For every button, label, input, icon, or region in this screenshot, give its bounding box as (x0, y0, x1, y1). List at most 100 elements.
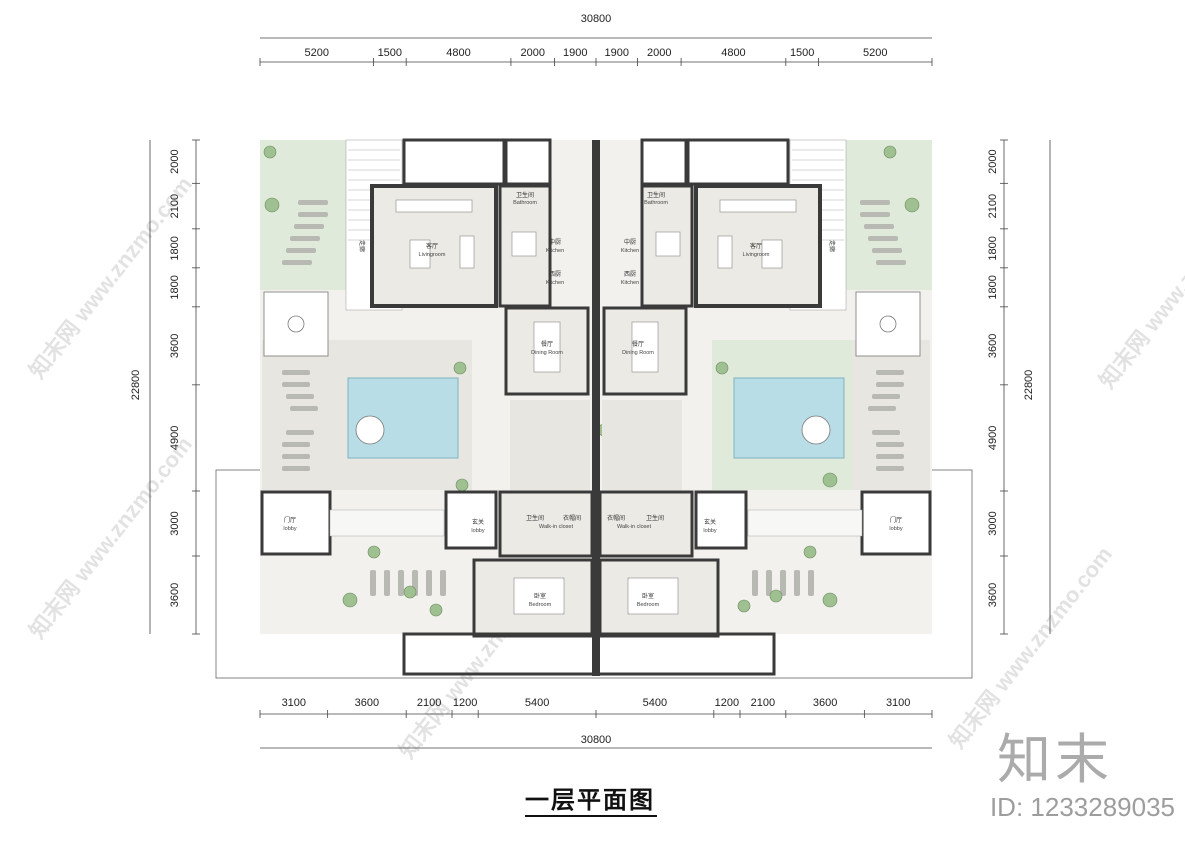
pavilions (263, 291, 921, 357)
room-label: 客厅 (426, 242, 438, 250)
room-label-en: lobby (703, 528, 716, 534)
bottom-dimension-group (259, 710, 933, 749)
room-label-en: Livingroom (419, 252, 446, 258)
dimension-label: 4900 (987, 426, 999, 450)
dimension-label: 5200 (304, 47, 328, 59)
right-stair-hall (686, 138, 790, 186)
pool-right (733, 377, 845, 459)
room-label-en: Kitchen (546, 280, 564, 286)
room-label: 客厅 (750, 242, 762, 250)
dimension-label: 5400 (643, 697, 667, 709)
room-label-en: lobby (471, 528, 484, 534)
dimension-label: 1800 (987, 275, 999, 299)
dimension-label: 3600 (987, 583, 999, 607)
room-label: 中厨 (549, 238, 561, 246)
room-label-en: Livingroom (743, 252, 770, 258)
dimension-label: 2000 (520, 47, 544, 59)
room-label-en: Walk-in closet (539, 524, 573, 530)
dimension-label: 3600 (813, 697, 837, 709)
dimension-label: 4800 (721, 47, 745, 59)
room-label: 卧室 (642, 592, 654, 600)
dimension-label: 5200 (863, 47, 887, 59)
right-entry-walk (747, 509, 863, 537)
top-dimension-labels: 5200 1500 4800 2000 1900 1900 2000 4800 1500 5200 (304, 47, 887, 59)
dimension-label: 1200 (453, 697, 477, 709)
room-label-en: Bedroom (637, 602, 660, 608)
left-foyer (444, 490, 498, 550)
room-label-en: Kitchen (621, 248, 639, 254)
left-elevator (504, 138, 552, 186)
dimension-label: 1500 (378, 47, 402, 59)
pool-right-pavilion (801, 415, 831, 445)
room-label-en: Bedroom (529, 602, 552, 608)
room-labels-left: 卫生间 Bathroom 客厅 Livingroom 中厨 Kitchen 西厨… (283, 191, 581, 608)
dimension-label: 1800 (169, 275, 181, 299)
room-labels-right: 卫生间 Bathroom 客厅 Livingroom 中厨 Kitchen 西厨… (607, 191, 903, 608)
room-label: 走廊 (358, 240, 366, 252)
dimension-label: 3100 (282, 697, 306, 709)
dimension-label: 1900 (604, 47, 628, 59)
dimension-label: 2100 (169, 194, 181, 218)
side-dimension-group (149, 139, 1051, 635)
room-label: 门厅 (890, 516, 902, 524)
room-label: 走廊 (828, 240, 836, 252)
bottom-total-dimension: 30800 (581, 734, 612, 746)
planting (263, 145, 920, 617)
brand-logo: 知末 (997, 728, 1113, 791)
bottom-ticks (259, 710, 933, 718)
room-label: 衣帽间 (607, 514, 625, 522)
dimension-label: 1500 (790, 47, 814, 59)
room-label-en: Bathroom (513, 200, 537, 206)
dimension-label: 3600 (987, 334, 999, 358)
dimension-label: 2100 (751, 697, 775, 709)
left-unit (260, 138, 596, 676)
room-label: 餐厅 (541, 340, 553, 348)
room-label-en: Kitchen (546, 248, 564, 254)
room-label: 衣帽间 (563, 514, 581, 522)
room-label: 玄关 (704, 518, 716, 526)
room-label: 门厅 (284, 516, 296, 524)
top-ticks (259, 58, 933, 66)
top-total-dimension: 30800 (581, 13, 612, 25)
furniture (395, 199, 797, 615)
right-entrance-lobby (860, 490, 932, 556)
room-label-en: Dining Room (622, 350, 654, 356)
dimension-label: 2100 (417, 697, 441, 709)
dimension-label: 3600 (355, 697, 379, 709)
dimension-label: 5400 (525, 697, 549, 709)
dimension-label: 4900 (169, 426, 181, 450)
room-label-en: lobby (889, 526, 902, 532)
center-yard-right (602, 400, 682, 490)
dimension-label: 1800 (169, 236, 181, 260)
center-yard-left (510, 400, 590, 490)
pool-left-pavilion (355, 415, 385, 445)
plan-title-underline (525, 815, 657, 817)
room-label-en: Bathroom (644, 200, 668, 206)
room-label: 中厨 (624, 238, 636, 246)
dimension-label: 3000 (987, 511, 999, 535)
stepping-stones (282, 200, 906, 596)
dimension-label: 1900 (563, 47, 587, 59)
left-total-dimension: 22800 (130, 370, 142, 401)
dimension-label: 2000 (987, 149, 999, 173)
room-label: 卫生间 (526, 514, 544, 522)
dimension-label: 4800 (446, 47, 470, 59)
dimension-label: 3600 (169, 334, 181, 358)
room-label-en: Dining Room (531, 350, 563, 356)
dimension-label: 3000 (169, 511, 181, 535)
room-label: 餐厅 (632, 340, 644, 348)
dimension-label: 2000 (647, 47, 671, 59)
plan-title: 一层平面图 (525, 786, 655, 814)
central-party-wall (592, 140, 600, 676)
watermark-text: 知末网 www.znzmo.com (24, 432, 197, 643)
room-label: 卫生间 (646, 514, 664, 522)
left-stair-hall (402, 138, 506, 186)
dimension-label: 1800 (987, 236, 999, 260)
courtyard-right-paving (852, 340, 930, 490)
room-label: 玄关 (472, 518, 484, 526)
top-dimension-group (259, 37, 933, 66)
